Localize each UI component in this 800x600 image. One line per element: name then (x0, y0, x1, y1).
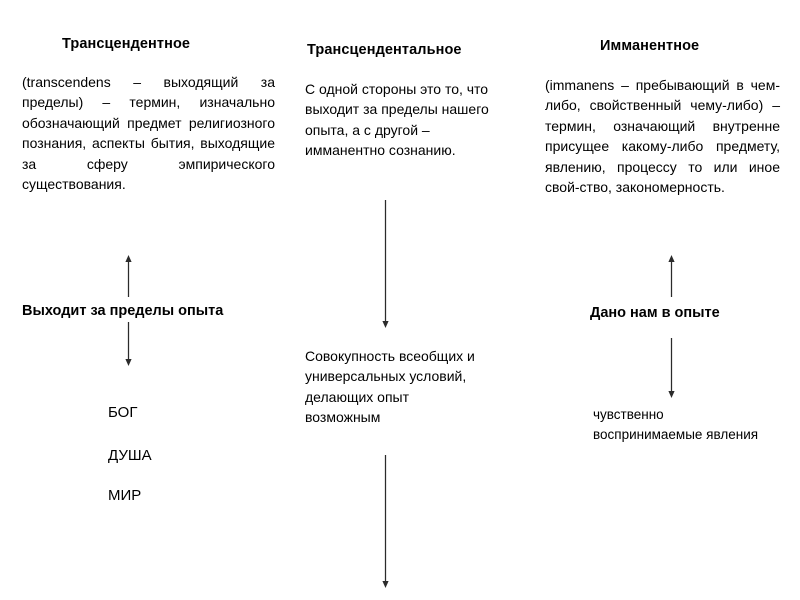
stage-label-given-in-experience: Дано нам в опыте (590, 305, 720, 321)
middle-down-arrow-1-icon (380, 200, 391, 328)
left-down-arrow-icon (123, 322, 134, 366)
column-definition-immanent: (immanens – пребывающий в чем-либо, свой… (545, 77, 780, 196)
column-title-transcendent: Трансцендентное (62, 36, 191, 52)
column-detail-immanent: чувственно воспринимаемые явления (593, 407, 759, 442)
column-definition-transcendent: (transcendens – выходящий за пределы) – … (22, 74, 275, 193)
right-up-arrow-icon (666, 255, 677, 297)
left-up-arrow-icon (123, 255, 134, 297)
list-item-soul: ДУША (108, 447, 152, 464)
list-item-world: МИР (108, 487, 142, 504)
list-item-god: БОГ (108, 404, 138, 421)
stage-label-beyond-experience: Выходит за пределы опыта (22, 303, 224, 319)
column-title-immanent: Имманентное (600, 38, 700, 54)
column-definition-transcendental: С одной стороны это то, что выходит за п… (305, 81, 489, 159)
middle-down-arrow-2-icon (380, 455, 391, 588)
column-title-transcendental: Трансцендентальное (307, 42, 462, 58)
column-detail-transcendental: Совокупность всеобщих и универсальных ус… (305, 348, 475, 426)
right-down-arrow-icon (666, 338, 677, 398)
